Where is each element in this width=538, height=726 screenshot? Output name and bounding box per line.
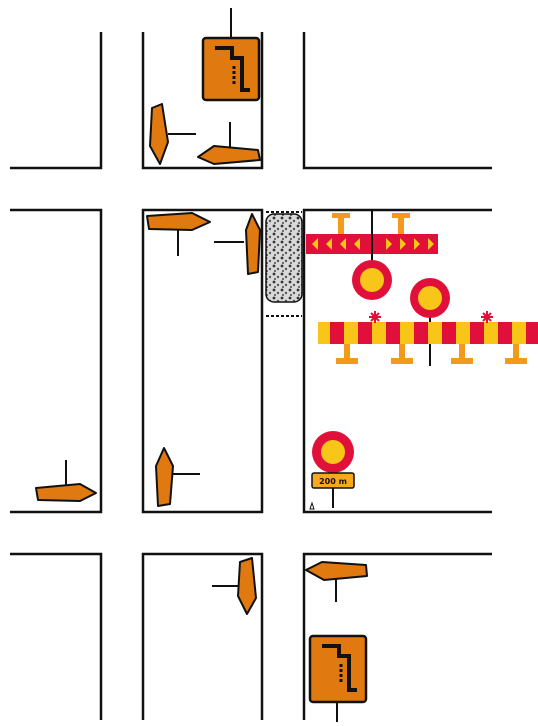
- no-entry-sign-with-plate: 200 m: [312, 431, 354, 508]
- direction-arrow-icon: [214, 214, 260, 274]
- direction-arrow-icon: [306, 562, 367, 602]
- detour-sign-icon: [203, 8, 259, 100]
- direction-arrow-icon: [212, 558, 256, 614]
- direction-arrow-icon: [150, 104, 196, 164]
- road-edge-top-right: [304, 32, 492, 168]
- road-works-sign-icon: [310, 503, 314, 509]
- gravel-closure: [266, 212, 302, 316]
- no-entry-sign-icon: [352, 210, 392, 300]
- distance-plate-text: 200 m: [319, 477, 347, 486]
- road-network: [10, 32, 492, 720]
- road-barrier-icon: [318, 322, 538, 364]
- warning-lamp-icon: [369, 311, 381, 323]
- direction-arrow-icon: [36, 460, 96, 501]
- road-edge-top-left: [10, 32, 101, 168]
- warning-lamp-icon: [481, 311, 493, 323]
- direction-arrow-icon: [147, 213, 210, 256]
- detour-sign-icon: [310, 636, 366, 722]
- direction-arrow-icon: [198, 122, 260, 164]
- road-edge-mid-left: [10, 210, 101, 512]
- road-edge-bottom-left: [10, 554, 101, 720]
- direction-arrow-icon: [156, 448, 200, 506]
